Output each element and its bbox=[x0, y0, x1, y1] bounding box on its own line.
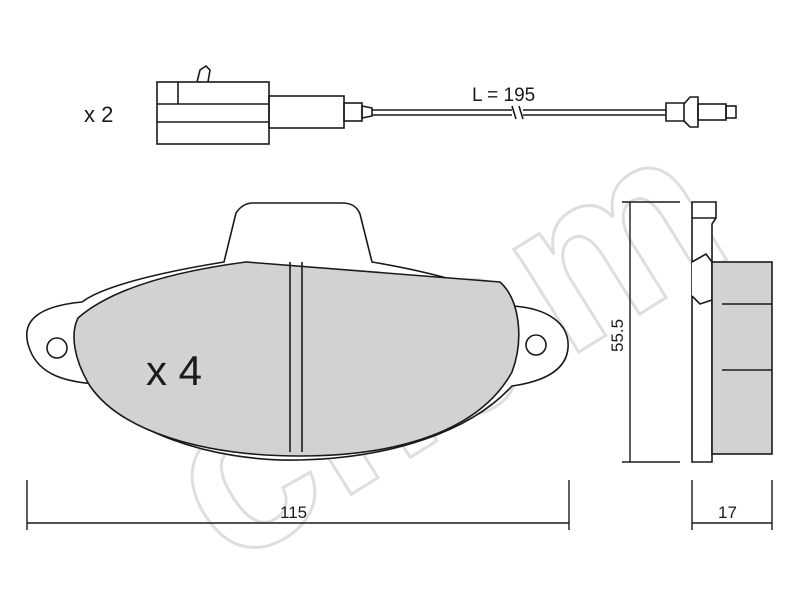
pad-quantity-label: x 4 bbox=[146, 347, 202, 394]
thickness-dimension bbox=[691, 480, 773, 530]
connector-body bbox=[156, 81, 270, 145]
wire-break-mark bbox=[511, 105, 524, 120]
sensor-clip bbox=[683, 96, 699, 128]
sensor-probe bbox=[697, 103, 727, 121]
sensor-head bbox=[665, 102, 685, 122]
friction-material bbox=[73, 261, 520, 457]
wear-sensor bbox=[156, 64, 737, 145]
thickness-dimension-label: 17 bbox=[718, 503, 737, 522]
cable-sleeve bbox=[268, 95, 345, 129]
side-friction-block bbox=[711, 261, 773, 455]
brake-pad-front bbox=[25, 202, 569, 461]
width-dimension-label: 115 bbox=[280, 503, 307, 522]
height-dimension-label: 55.5 bbox=[608, 319, 627, 352]
height-dimension bbox=[622, 201, 680, 463]
mounting-hole-right bbox=[525, 334, 547, 356]
side-clip bbox=[691, 252, 713, 305]
brake-pad-side bbox=[691, 201, 773, 463]
width-dimension bbox=[26, 480, 570, 530]
wire-length-label: L = 195 bbox=[472, 85, 535, 106]
sleeve-collar bbox=[343, 102, 363, 122]
connector-clip bbox=[196, 64, 211, 83]
sensor-end bbox=[725, 105, 737, 119]
mounting-hole-left bbox=[46, 337, 68, 359]
wire-quantity-label: x 2 bbox=[84, 102, 113, 127]
sleeve-tip bbox=[361, 105, 373, 119]
